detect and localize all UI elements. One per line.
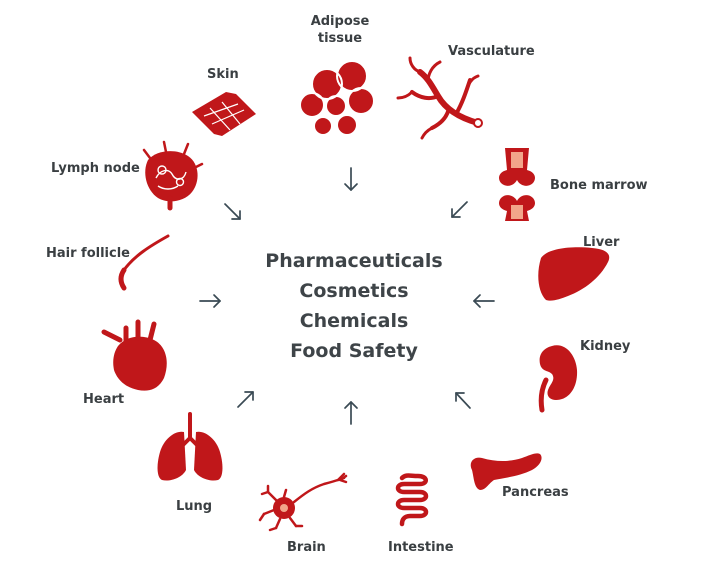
vasculature-label: Vasculature [448,44,535,59]
skin-label: Skin [207,67,239,82]
adipose-tissue-label: Adipose tissue [310,14,370,46]
arrow-from-bone-marrow [451,201,468,218]
center-application-list: Pharmaceuticals Cosmetics Chemicals Food… [212,246,496,366]
hair-follicle-icon [118,234,170,291]
arrow-from-kidney [455,392,471,409]
skin-icon [192,92,256,136]
vasculature-icon [396,56,481,140]
arrow-from-adipose [344,167,358,191]
center-item-food-safety: Food Safety [290,340,418,362]
liver-icon [538,247,610,301]
arrow-from-heart [237,391,254,408]
heart-icon [101,319,167,391]
bone-marrow-icon [499,148,535,221]
brain-neuron-icon [258,472,348,532]
arrow-from-lymph-node [224,203,241,220]
arrow-from-hair-follicle [199,294,221,308]
lymph-node-label: Lymph node [51,161,140,176]
center-item-pharmaceuticals: Pharmaceuticals [265,250,443,272]
adipose-tissue-icon [299,60,375,136]
pancreas-icon [470,453,542,490]
heart-label: Heart [83,392,125,407]
intestine-icon [395,473,429,527]
kidney-icon [538,345,578,413]
lung-icon [157,412,223,481]
lymph-node-icon [142,140,204,211]
brain-label: Brain [287,540,326,555]
hair-follicle-label: Hair follicle [46,246,130,261]
kidney-label: Kidney [580,339,631,354]
center-item-chemicals: Chemicals [299,310,409,332]
intestine-label: Intestine [388,540,454,555]
lung-label: Lung [176,499,213,514]
center-item-cosmetics: Cosmetics [299,280,409,302]
arrow-from-liver [473,294,495,308]
liver-label: Liver [583,235,620,250]
pancreas-label: Pancreas [502,485,569,500]
arrow-from-brain-intestine [344,401,358,425]
bone-marrow-label: Bone marrow [550,178,648,193]
